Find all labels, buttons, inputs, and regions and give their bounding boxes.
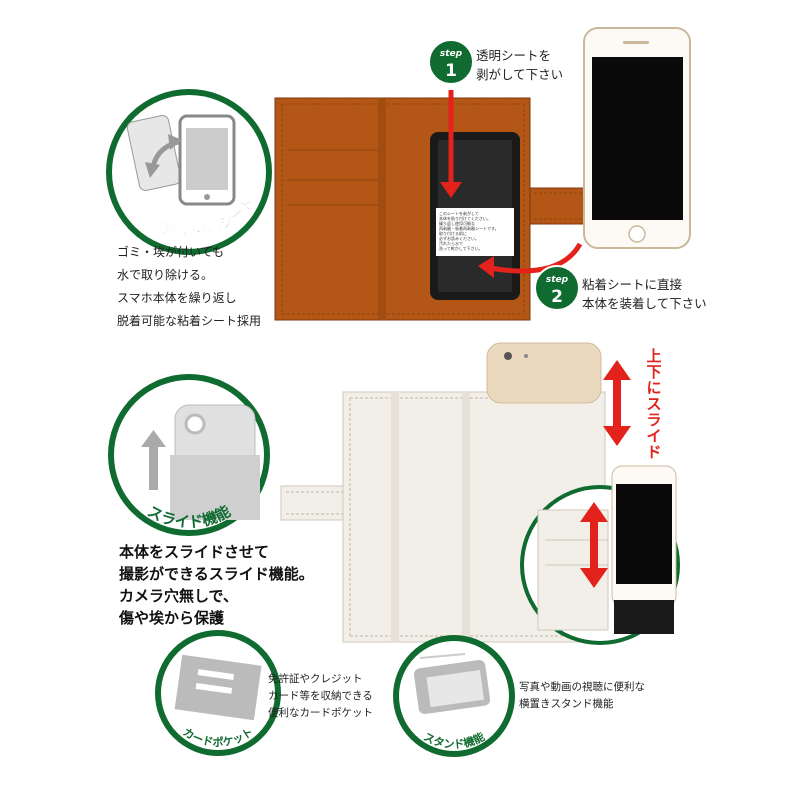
slide-label: 上下にスライド bbox=[646, 347, 662, 461]
stand-badge bbox=[393, 635, 515, 757]
slide-arrow-top bbox=[603, 360, 631, 446]
card-description: 免許証やクレジット カード等を収納できる 便利なカードポケット bbox=[268, 673, 373, 719]
svg-text:洗って乾かして下さい。: 洗って乾かして下さい。 bbox=[439, 245, 483, 251]
phone-white-1 bbox=[583, 27, 691, 249]
card-badge bbox=[155, 630, 281, 756]
step2-word: step bbox=[546, 275, 569, 285]
svg-text:再剥離・吸着再剥離シートです。: 再剥離・吸着再剥離シートです。 bbox=[439, 225, 499, 231]
step1-badge bbox=[428, 39, 474, 85]
svg-text:繰り返し使用可能な: 繰り返し使用可能な bbox=[439, 220, 475, 226]
stand-description: 写真や動画の視聴に便利な 横置きスタンド機能 bbox=[519, 681, 645, 710]
phone-gold-top bbox=[486, 342, 602, 404]
step1-word: step bbox=[440, 49, 463, 59]
slide-badge bbox=[108, 374, 270, 536]
up-arrow-icon bbox=[149, 445, 158, 490]
sheet-badge bbox=[106, 89, 272, 255]
phone-back-icon bbox=[126, 115, 182, 191]
svg-text:汚れたら水で: 汚れたら水で bbox=[439, 240, 463, 246]
step1-text: 透明シートを 剥がして下さい bbox=[476, 48, 564, 82]
slide-description: 本体をスライドさせて 撮影ができるスライド機能。 カメラ穴無しで、 傷や埃から保… bbox=[119, 543, 314, 627]
svg-text:取り付ける前に: 取り付ける前に bbox=[439, 230, 467, 236]
sheet-note-text: このシートを剥がして 本体を貼り付けてください。 繰り返し使用可能な 再剥離・吸… bbox=[439, 210, 499, 251]
step2-text: 粘着シートに直接 本体を装着して下さい bbox=[582, 277, 707, 311]
step1-number: 1 bbox=[445, 61, 457, 81]
svg-text:必ずお読みください。: 必ずお読みください。 bbox=[439, 235, 479, 241]
step2-badge bbox=[534, 265, 580, 311]
sheet-description: ゴミ・埃が付いても 水で取り除ける。 スマホ本体を繰り返し 脱着可能な粘着シート… bbox=[117, 245, 262, 328]
sheet-note bbox=[436, 208, 514, 256]
svg-text:本体を貼り付けてください。: 本体を貼り付けてください。 bbox=[439, 215, 491, 221]
step2-number: 2 bbox=[551, 287, 563, 307]
zoom-circle bbox=[520, 465, 680, 645]
svg-text:このシートを剥がして: このシートを剥がして bbox=[439, 210, 479, 216]
